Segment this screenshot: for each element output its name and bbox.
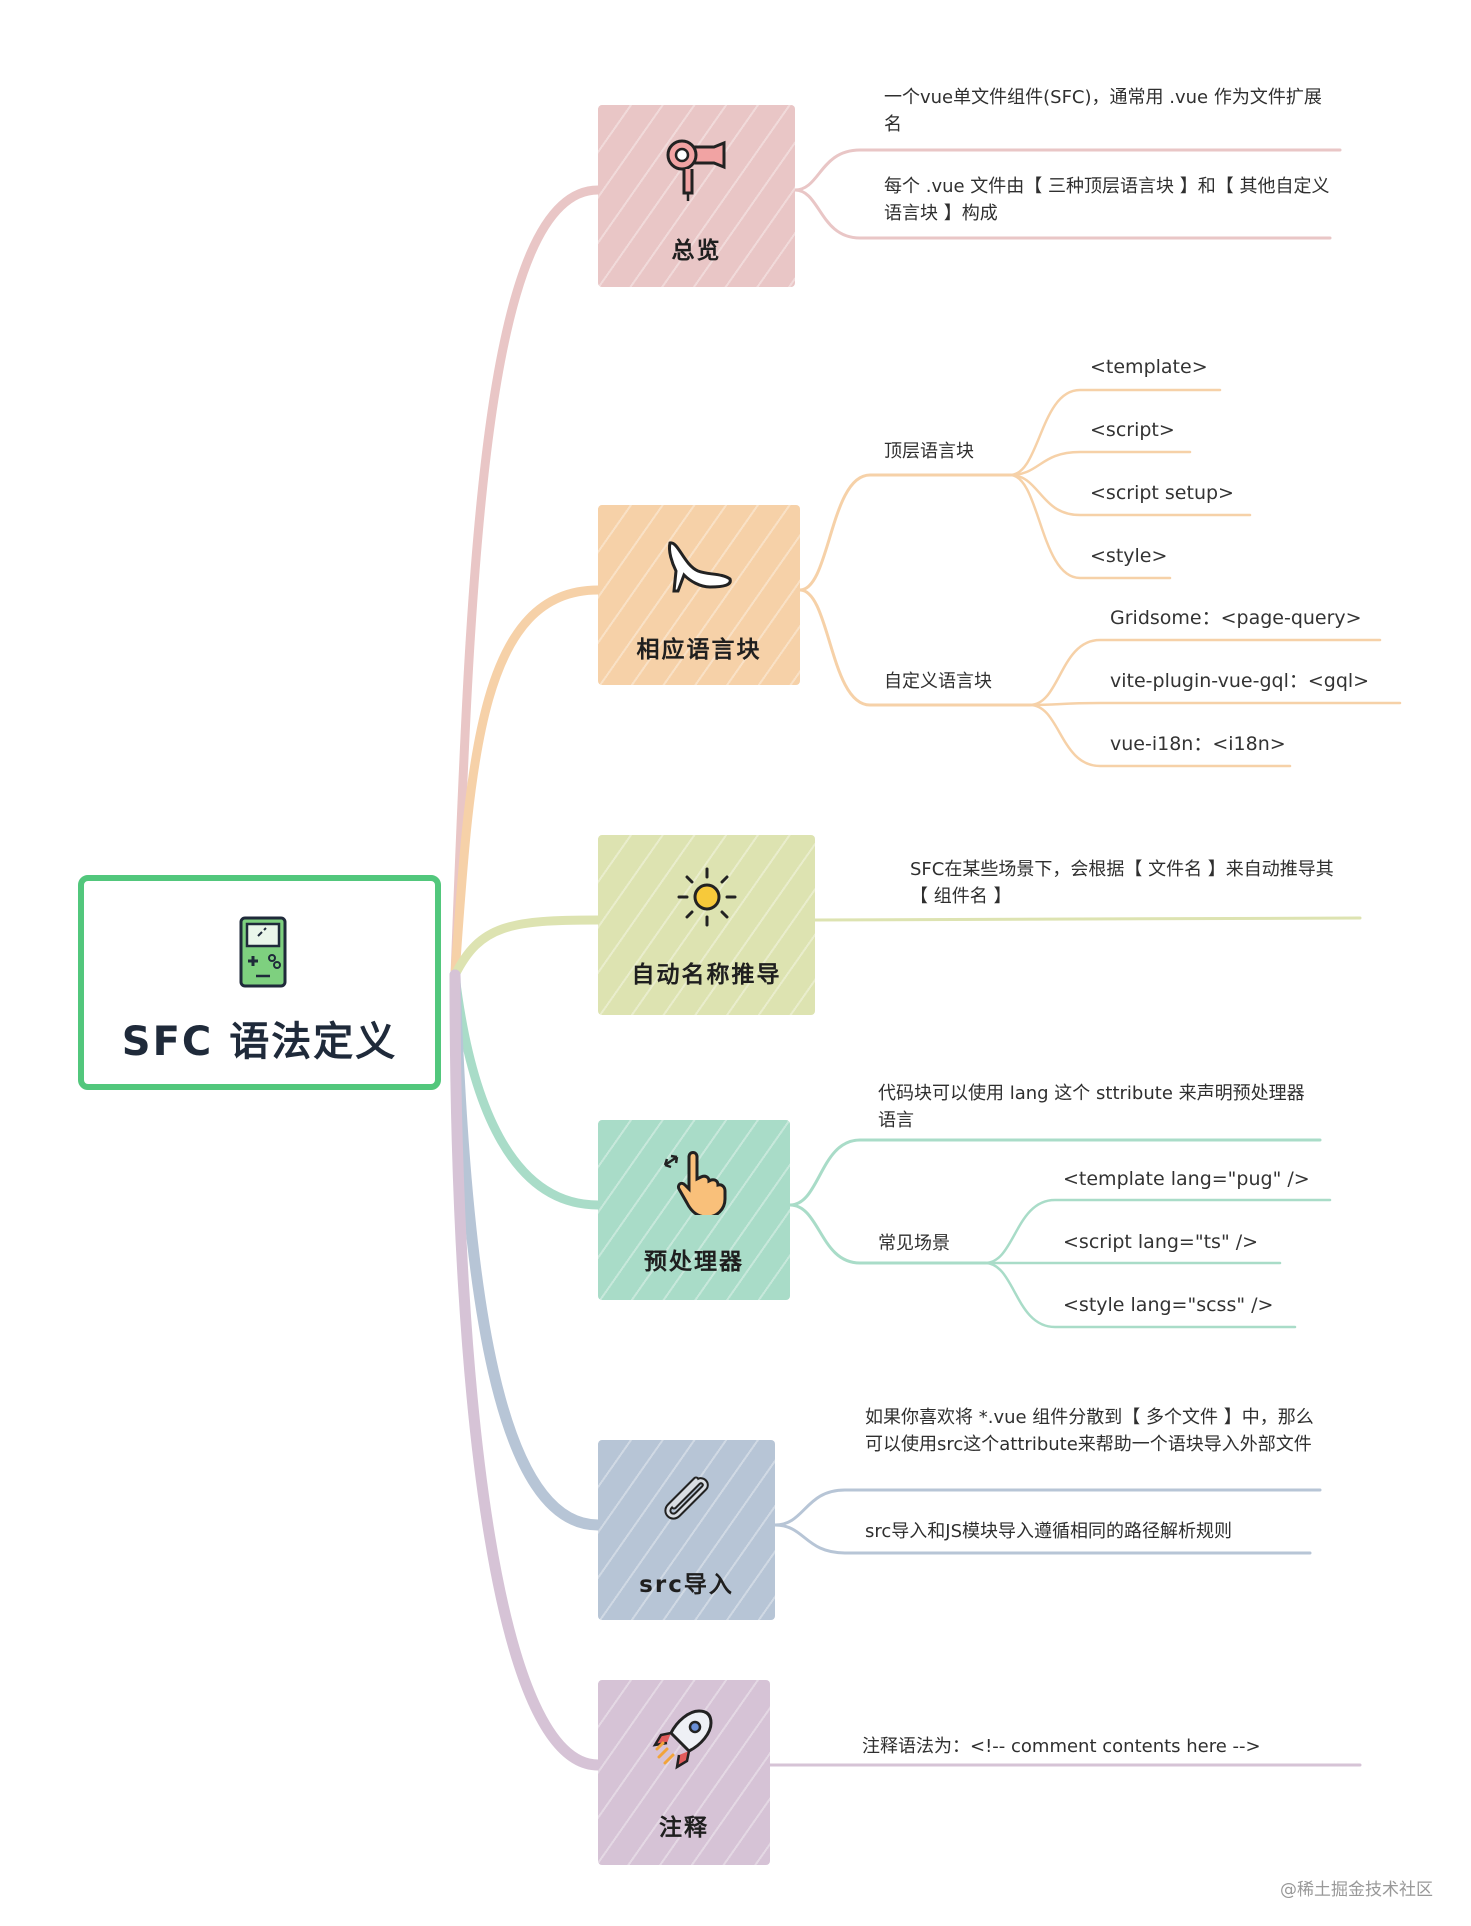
block-style: <style> <box>1090 545 1168 567</box>
branch-label: 预处理器 <box>644 1249 744 1275</box>
branch-language-blocks[interactable]: 相应语言块 <box>598 505 800 685</box>
custom-gql: vite-plugin-vue-gql：<gql> <box>1110 670 1370 692</box>
overview-item-2: 每个 .vue 文件由【 三种顶层语言块 】和【 其他自定义语言块 】构成 <box>884 176 1330 224</box>
paperclip-icon <box>663 1476 709 1520</box>
hair-dryer-icon <box>666 139 725 201</box>
connector-root-blocks <box>450 585 603 980</box>
sun-icon <box>677 867 736 927</box>
block-template: <template> <box>1090 356 1208 378</box>
rocket-icon <box>652 1709 713 1770</box>
scenario-pug: <template lang="pug" /> <box>1063 1168 1310 1190</box>
group-common-scenarios: 常见场景 <box>878 1233 950 1254</box>
watermark: @稀土掘金技术社区 <box>1280 1880 1433 1900</box>
branch-label: 自动名称推导 <box>631 962 782 988</box>
block-script: <script> <box>1090 419 1175 441</box>
scenario-scss: <style lang="scss" /> <box>1063 1294 1274 1316</box>
group-top-level-blocks: 顶层语言块 <box>884 441 974 462</box>
pointing-hand-icon <box>663 1151 727 1215</box>
connector-root-overview <box>450 185 603 980</box>
game-console-icon <box>239 916 287 988</box>
branch-label: 相应语言块 <box>636 637 762 663</box>
connector-root-comment <box>449 969 604 1771</box>
branch-comment[interactable]: 注释 <box>598 1680 770 1865</box>
scenario-ts: <script lang="ts" /> <box>1063 1231 1259 1253</box>
branch-preprocessor[interactable]: 预处理器 <box>598 1120 790 1300</box>
connector-root-preprocessor <box>450 970 603 1210</box>
branch-overview[interactable]: 总览 <box>598 105 795 287</box>
src-item-1: 如果你喜欢将 *.vue 组件分散到【 多个文件 】中，那么可以使用src这个a… <box>865 1407 1314 1455</box>
branch-label: src导入 <box>639 1572 734 1598</box>
preprocessor-item: 代码块可以使用 lang 这个 sttribute 来声明预处理器语言 <box>878 1083 1305 1131</box>
branch-auto-name[interactable]: 自动名称推导 <box>598 835 815 1015</box>
branch-label: 注释 <box>659 1815 709 1841</box>
custom-gridsome: Gridsome：<page-query> <box>1110 607 1362 629</box>
high-heel-icon <box>668 541 732 593</box>
branch-src-import[interactable]: src导入 <box>598 1440 775 1620</box>
branch-label: 总览 <box>671 238 722 264</box>
overview-item-1: 一个vue单文件组件(SFC)，通常用 .vue 作为文件扩展名 <box>884 87 1322 135</box>
custom-i18n: vue-i18n：<i18n> <box>1110 733 1286 755</box>
group-custom-blocks: 自定义语言块 <box>884 671 992 692</box>
root-title: SFC 语法定义 <box>121 1019 398 1065</box>
root-node[interactable]: SFC 语法定义 <box>78 875 441 1090</box>
comment-item: 注释语法为：<!-- comment contents here --> <box>862 1736 1261 1757</box>
connector-root-autoname <box>450 915 603 980</box>
auto-name-item: SFC在某些场景下，会根据【 文件名 】来自动推导其【 组件名 】 <box>910 859 1334 907</box>
block-script-setup: <script setup> <box>1090 482 1234 504</box>
src-item-2: src导入和JS模块导入遵循相同的路径解析规则 <box>865 1521 1233 1542</box>
